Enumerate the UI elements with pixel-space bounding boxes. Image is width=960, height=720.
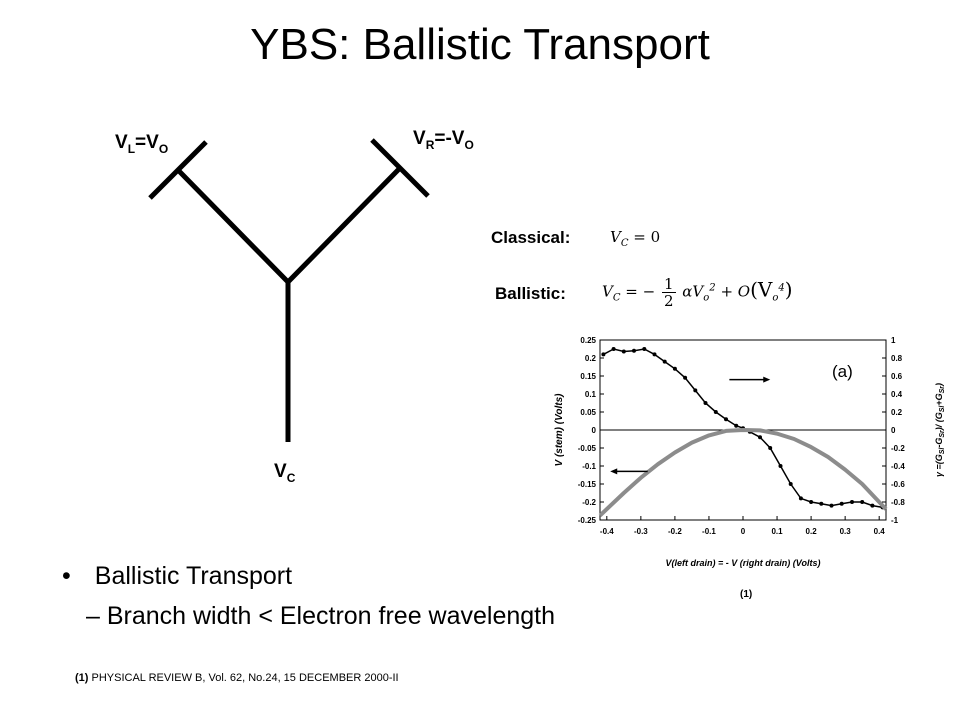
x-tick-label: -0.2 <box>668 527 682 536</box>
series-vstem-point <box>713 410 718 414</box>
left-branch-cap <box>148 140 208 200</box>
right-terminal-label: VR=-VO <box>413 128 474 152</box>
y-right-tick-label: -0.2 <box>891 444 905 453</box>
x-tick-label: -0.4 <box>600 527 614 536</box>
series-vstem-point <box>652 352 657 357</box>
y-right-tick-label: 0.4 <box>891 390 903 399</box>
series-vstem-point <box>778 464 783 468</box>
y-right-tick-label: 0.8 <box>891 354 903 363</box>
bullet-ballistic-transport: •Ballistic Transport <box>62 562 293 590</box>
series-vstem-point <box>693 388 698 393</box>
y-left-tick-label: 0 <box>592 426 597 435</box>
series-vstem-point <box>632 348 636 353</box>
series-vstem-point <box>642 347 647 351</box>
classical-formula: VC = 0 <box>610 228 661 249</box>
y-right-tick-label: 1 <box>891 336 896 345</box>
y-left-tick-label: 0.15 <box>580 372 596 381</box>
ballistic-label: Ballistic: <box>495 284 566 303</box>
y-left-tick-label: -0.05 <box>578 444 597 453</box>
series-vstem-point <box>672 366 677 371</box>
panel-label: (a) <box>832 362 853 381</box>
x-tick-label: 0.1 <box>771 527 783 536</box>
series-vstem-point <box>860 500 865 504</box>
series-vstem-point <box>850 500 854 504</box>
x-axis-label: V(left drain) = - V (right drain) (Volts… <box>666 558 821 568</box>
series-vstem-point <box>788 482 793 486</box>
series-vstem-point <box>601 352 606 357</box>
y-right-tick-label: -1 <box>891 516 899 525</box>
x-tick-label: 0.3 <box>840 527 852 536</box>
slide-title: YBS: Ballistic Transport <box>250 20 710 69</box>
series-vstem-point <box>683 375 688 380</box>
y-left-axis-label: V (stem) (Volts) <box>554 393 565 467</box>
series-vstem-point <box>662 359 667 364</box>
series-vstem-point <box>734 423 739 428</box>
y-left-tick-label: 0.05 <box>580 408 596 417</box>
chart-reference-mark: (1) <box>740 589 753 600</box>
y-left-tick-label: -0.1 <box>582 462 596 471</box>
ballistic-chart: -0.25 -0.2 -0.15 -0.1 -0.05 0 0.05 0.1 0.15 0.2 0.… <box>554 336 946 568</box>
classical-label: Classical: <box>491 228 571 247</box>
y-left-tick-label: 0.1 <box>585 390 597 399</box>
y-right-tick-label: -0.8 <box>891 498 905 507</box>
series-vstem-point <box>621 349 626 354</box>
series-vstem-point <box>724 417 728 422</box>
y-left-tick-label: 0.25 <box>580 336 596 345</box>
series-gamma-line <box>598 428 888 517</box>
arrow-left-head <box>610 468 618 475</box>
x-tick-label: 0.2 <box>806 527 818 536</box>
y-right-tick-label: -0.4 <box>891 462 905 471</box>
y-branch-diagram <box>148 138 430 442</box>
series-vstem-point <box>819 501 824 506</box>
right-branch-line <box>286 166 402 284</box>
x-tick-label: 0.4 <box>874 527 886 536</box>
y-right-tick-label: 0 <box>891 426 896 435</box>
stem-terminal-label: VC <box>274 461 296 485</box>
arrow-right-head <box>763 376 771 383</box>
y-right-tick-label: 0.6 <box>891 372 903 381</box>
series-vstem-point <box>611 347 616 351</box>
y-left-tick-label: -0.15 <box>578 480 597 489</box>
sub-bullet-branch-width: – Branch width < Electron free wavelengt… <box>86 602 556 630</box>
bullet-dot: • <box>62 562 71 590</box>
left-branch-line <box>176 168 290 284</box>
y-right-axis-label: γ =(GSl-GSr)/ (GSl+GSr) <box>934 383 946 477</box>
y-right-tick-label: -0.6 <box>891 480 905 489</box>
series-vstem-point <box>870 503 875 508</box>
series-vstem-point <box>758 435 762 440</box>
y-left-tick-label: -0.2 <box>582 498 596 507</box>
series-vstem-point <box>839 501 844 506</box>
series-vstem-point <box>809 500 814 504</box>
left-terminal-label: VL=VO <box>115 132 169 156</box>
series-vstem-point <box>798 496 803 501</box>
series-vstem-point <box>829 503 834 508</box>
right-branch-cap <box>370 138 430 198</box>
y-left-tick-label: 0.2 <box>585 354 597 363</box>
y-left-tick-label: -0.25 <box>578 516 597 525</box>
footnote: (1) PHYSICAL REVIEW B, Vol. 62, No.24, 1… <box>75 672 399 684</box>
x-tick-label: -0.1 <box>702 527 716 536</box>
y-right-tick-label: 0.2 <box>891 408 903 417</box>
x-tick-label: 0 <box>741 527 746 536</box>
series-vstem-point <box>768 446 773 450</box>
series-vstem-point <box>703 401 708 405</box>
x-tick-label: -0.3 <box>634 527 648 536</box>
